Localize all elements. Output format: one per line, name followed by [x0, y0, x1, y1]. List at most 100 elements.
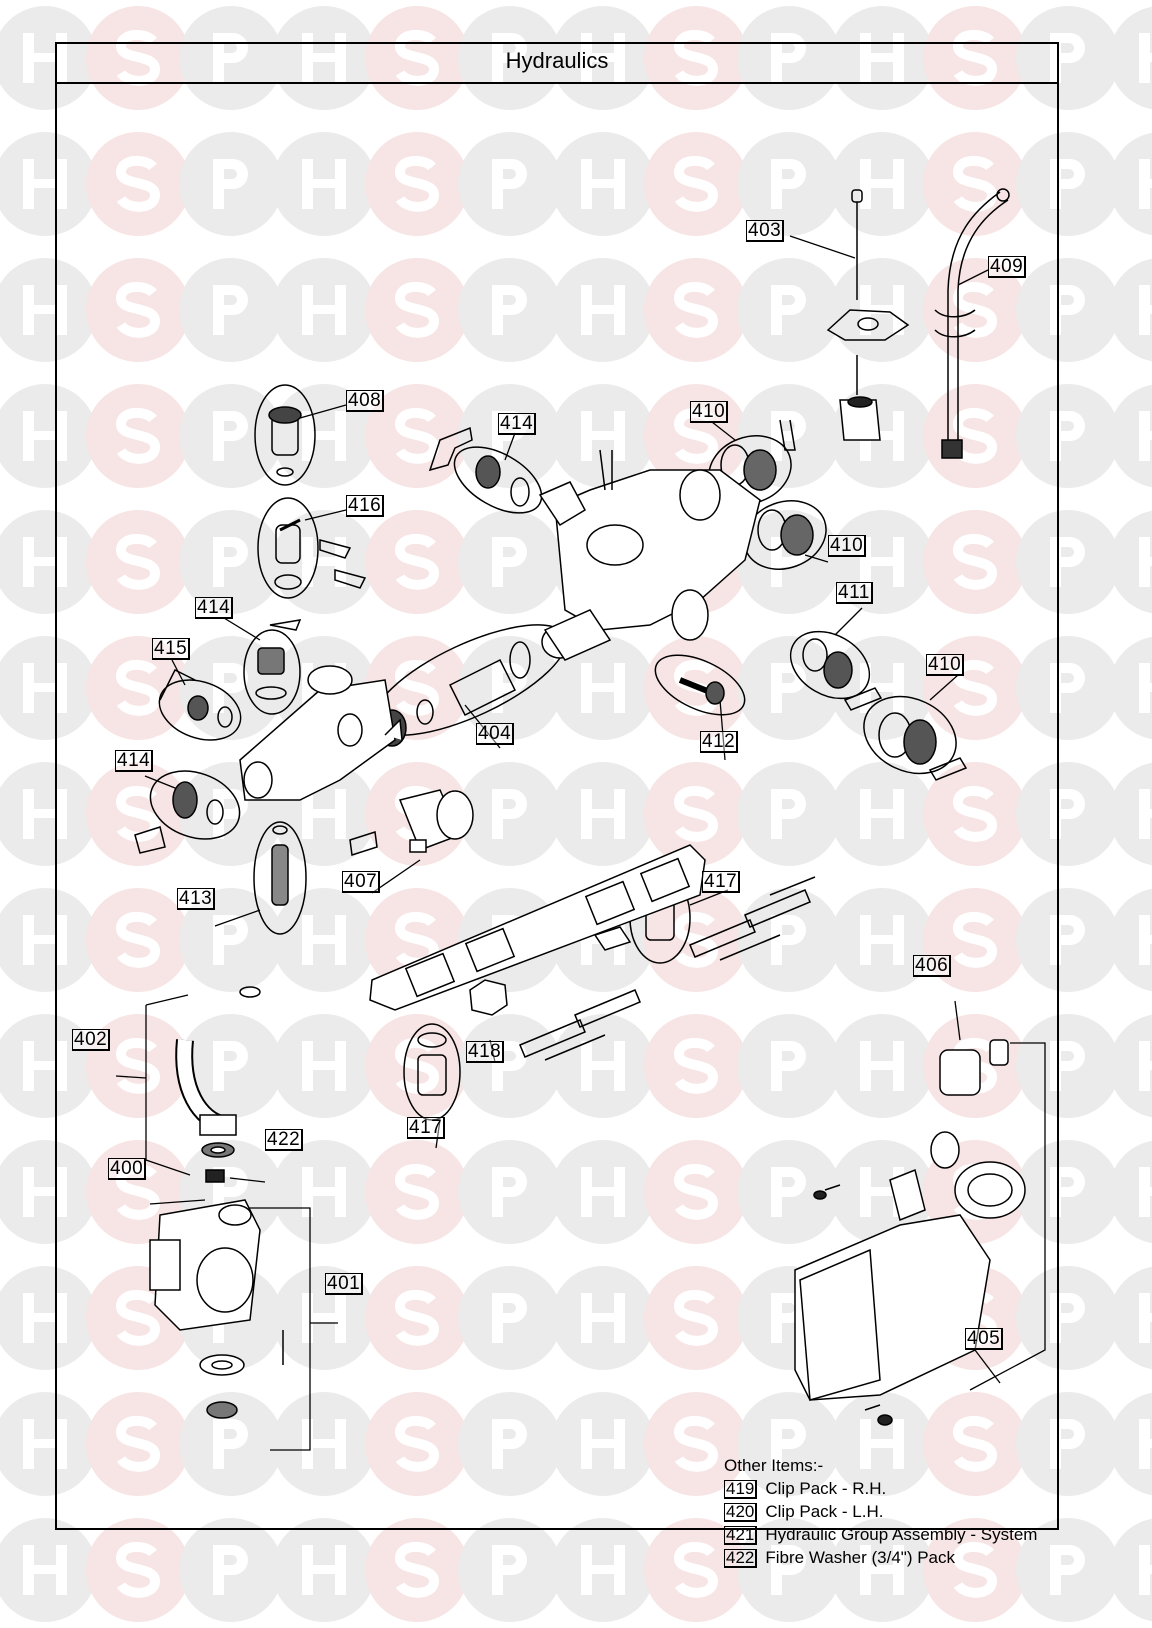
part-label-418[interactable]: 418: [466, 1041, 505, 1063]
watermark-glyph-p-icon: [213, 789, 248, 839]
watermark-glyph-h-icon: [1139, 159, 1152, 209]
hydraulic-group-body: [538, 449, 761, 661]
clips: [134, 419, 968, 1061]
watermark-glyph-s-icon: [674, 1163, 719, 1220]
part-label-415[interactable]: 415: [152, 638, 191, 660]
part-label-408[interactable]: 408: [346, 390, 385, 412]
part-label-409[interactable]: 409: [988, 256, 1027, 278]
part-label-402[interactable]: 402: [72, 1029, 111, 1051]
seals-and-fittings: [172, 406, 937, 1096]
watermark-glyph-h-icon: [860, 33, 904, 83]
part-label-411[interactable]: 411: [836, 582, 873, 604]
watermark-glyph-h-icon: [581, 1545, 625, 1595]
part-label-401[interactable]: 401: [325, 1273, 364, 1295]
watermark-glyph-h-icon: [860, 1545, 904, 1595]
watermark-glyph-h-icon: [1139, 1041, 1152, 1091]
watermark-glyph-h-icon: [302, 159, 346, 209]
other-item-number: 420: [724, 1503, 758, 1522]
watermark-glyph-s-icon: [395, 1415, 440, 1472]
watermark-glyph-s-icon: [116, 659, 161, 716]
watermark-circle: [1109, 636, 1152, 740]
watermark-glyph-p-icon: [771, 159, 806, 209]
watermark-glyph-p-icon: [771, 1167, 806, 1217]
watermark-glyph-s-icon: [116, 1037, 161, 1094]
part-label-414[interactable]: 414: [115, 750, 154, 772]
part-label-406[interactable]: 406: [913, 955, 952, 977]
watermark-glyph-s-icon: [674, 1415, 719, 1472]
part-label-412[interactable]: 412: [700, 731, 739, 753]
part-label-410[interactable]: 410: [690, 401, 729, 423]
watermark-glyph-h-icon: [581, 663, 625, 713]
watermark-glyph-p-icon: [771, 1545, 806, 1595]
watermark-glyph-h-icon: [581, 411, 625, 461]
watermark-glyph-s-icon: [953, 911, 998, 968]
part-label-417[interactable]: 417: [702, 871, 741, 893]
other-item-desc: Fibre Washer (3/4") Pack: [765, 1548, 955, 1567]
watermark-glyph-s-icon: [116, 785, 161, 842]
watermark-glyph-p-icon: [771, 1041, 806, 1091]
watermark-glyph-s-icon: [116, 1541, 161, 1598]
part-label-410[interactable]: 410: [926, 654, 965, 676]
watermark-glyph-h-icon: [1139, 285, 1152, 335]
part-402-pipe: [175, 986, 261, 1136]
watermark-glyph-p-icon: [213, 537, 248, 587]
watermark-glyph-h-icon: [581, 33, 625, 83]
watermark-circle: [1109, 1014, 1152, 1118]
watermark-glyph-s-icon: [395, 1289, 440, 1346]
part-403-sensor: [826, 189, 910, 441]
watermark-glyph-p-icon: [492, 411, 527, 461]
watermark-glyph-h-icon: [302, 411, 346, 461]
watermark-glyph-p-icon: [492, 1167, 527, 1217]
part-label-404[interactable]: 404: [476, 723, 515, 745]
watermark-glyph-p-icon: [492, 1545, 527, 1595]
watermark-glyph-p-icon: [492, 1293, 527, 1343]
other-item-number: 419: [724, 1480, 758, 1499]
watermark-glyph-p-icon: [771, 33, 806, 83]
watermark-glyph-p-icon: [492, 285, 527, 335]
watermark-glyph-s-icon: [674, 785, 719, 842]
part-label-407[interactable]: 407: [342, 871, 381, 893]
watermark-circle: [1109, 510, 1152, 614]
watermark-glyph-s-icon: [395, 281, 440, 338]
watermark-glyph-s-icon: [953, 1415, 998, 1472]
part-406-air-vent: [930, 1039, 1009, 1169]
watermark-glyph-h-icon: [302, 789, 346, 839]
watermark-glyph-p-icon: [213, 663, 248, 713]
watermark-glyph-s-icon: [116, 911, 161, 968]
part-label-413[interactable]: 413: [177, 888, 216, 910]
watermark-glyph-h-icon: [302, 1041, 346, 1091]
watermark-glyph-s-icon: [116, 407, 161, 464]
watermark-glyph-s-icon: [953, 281, 998, 338]
part-label-414[interactable]: 414: [498, 413, 537, 435]
watermark-glyph-s-icon: [116, 1289, 161, 1346]
watermark-glyph-h-icon: [302, 1293, 346, 1343]
part-label-414[interactable]: 414: [195, 597, 234, 619]
other-item[interactable]: 419 Clip Pack - R.H.: [724, 1477, 1037, 1500]
part-label-405[interactable]: 405: [965, 1328, 1004, 1350]
watermark-glyph-h-icon: [302, 1545, 346, 1595]
watermark-glyph-s-icon: [674, 155, 719, 212]
title-bar: Hydraulics: [57, 44, 1057, 84]
watermark-glyph-s-icon: [674, 281, 719, 338]
watermark-glyph-h-icon: [860, 1419, 904, 1469]
watermark-glyph-h-icon: [1139, 1545, 1152, 1595]
part-label-416[interactable]: 416: [346, 495, 385, 517]
part-label-400[interactable]: 400: [108, 1158, 147, 1180]
watermark-glyph-s-icon: [674, 407, 719, 464]
watermark-glyph-s-icon: [116, 29, 161, 86]
part-label-410[interactable]: 410: [828, 535, 867, 557]
part-label-403[interactable]: 403: [746, 220, 785, 242]
other-item-desc: Clip Pack - R.H.: [765, 1479, 887, 1498]
watermark-glyph-h-icon: [23, 1545, 67, 1595]
watermark-glyph-h-icon: [581, 1041, 625, 1091]
watermark-glyph-h-icon: [1139, 1293, 1152, 1343]
part-label-422[interactable]: 422: [265, 1129, 304, 1151]
watermark-circle: [1109, 1392, 1152, 1496]
watermark-circle: [1109, 384, 1152, 488]
part-label-417[interactable]: 417: [407, 1117, 446, 1139]
watermark-glyph-p-icon: [492, 159, 527, 209]
watermark-circle: [1109, 132, 1152, 236]
